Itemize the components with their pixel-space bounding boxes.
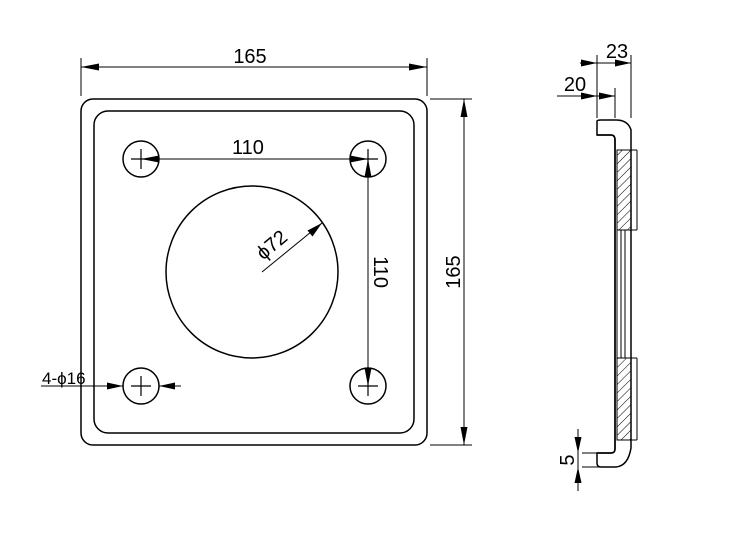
- dim-label-hole-spacing-y: 110: [369, 256, 391, 288]
- center-hole: [165, 185, 339, 359]
- side-hatch-top: [616, 149, 632, 231]
- dim-label-lip: 5: [557, 454, 579, 465]
- dimension-lip: 5: [557, 429, 612, 491]
- dim-label-thickness-total: 23: [606, 41, 628, 63]
- dimension-overall-width: 165: [80, 46, 428, 96]
- dimension-hole-spacing-y: 110: [364, 159, 391, 386]
- dimension-thickness-flange: 20: [557, 74, 616, 118]
- dimension-bolt-holes: 4-ϕ16: [41, 369, 181, 390]
- dim-label-overall-height: 165: [443, 255, 465, 288]
- dim-label-thickness-flange: 20: [564, 74, 586, 96]
- dim-label-overall-width: 165: [233, 46, 266, 68]
- dim-label-hole-spacing-x: 110: [232, 137, 264, 159]
- side-hatch-bottom: [616, 357, 632, 441]
- side-view: 23 20 5: [557, 41, 638, 491]
- dimension-overall-height: 165: [430, 98, 472, 446]
- front-view: 165 165 110 110 ϕ72: [41, 46, 472, 446]
- dimension-thickness-total: 23: [580, 41, 632, 118]
- plate-inner-outline: [93, 110, 415, 434]
- bolt-hole-bottom-left: [122, 367, 160, 405]
- dimension-center-hole-diameter: ϕ72: [252, 222, 323, 273]
- dim-label-bolt-holes: 4-ϕ16: [42, 369, 86, 388]
- dimension-hole-spacing-x: 110: [141, 137, 368, 163]
- plate-outer-outline: [80, 98, 428, 446]
- dim-label-center-hole: ϕ72: [252, 226, 292, 264]
